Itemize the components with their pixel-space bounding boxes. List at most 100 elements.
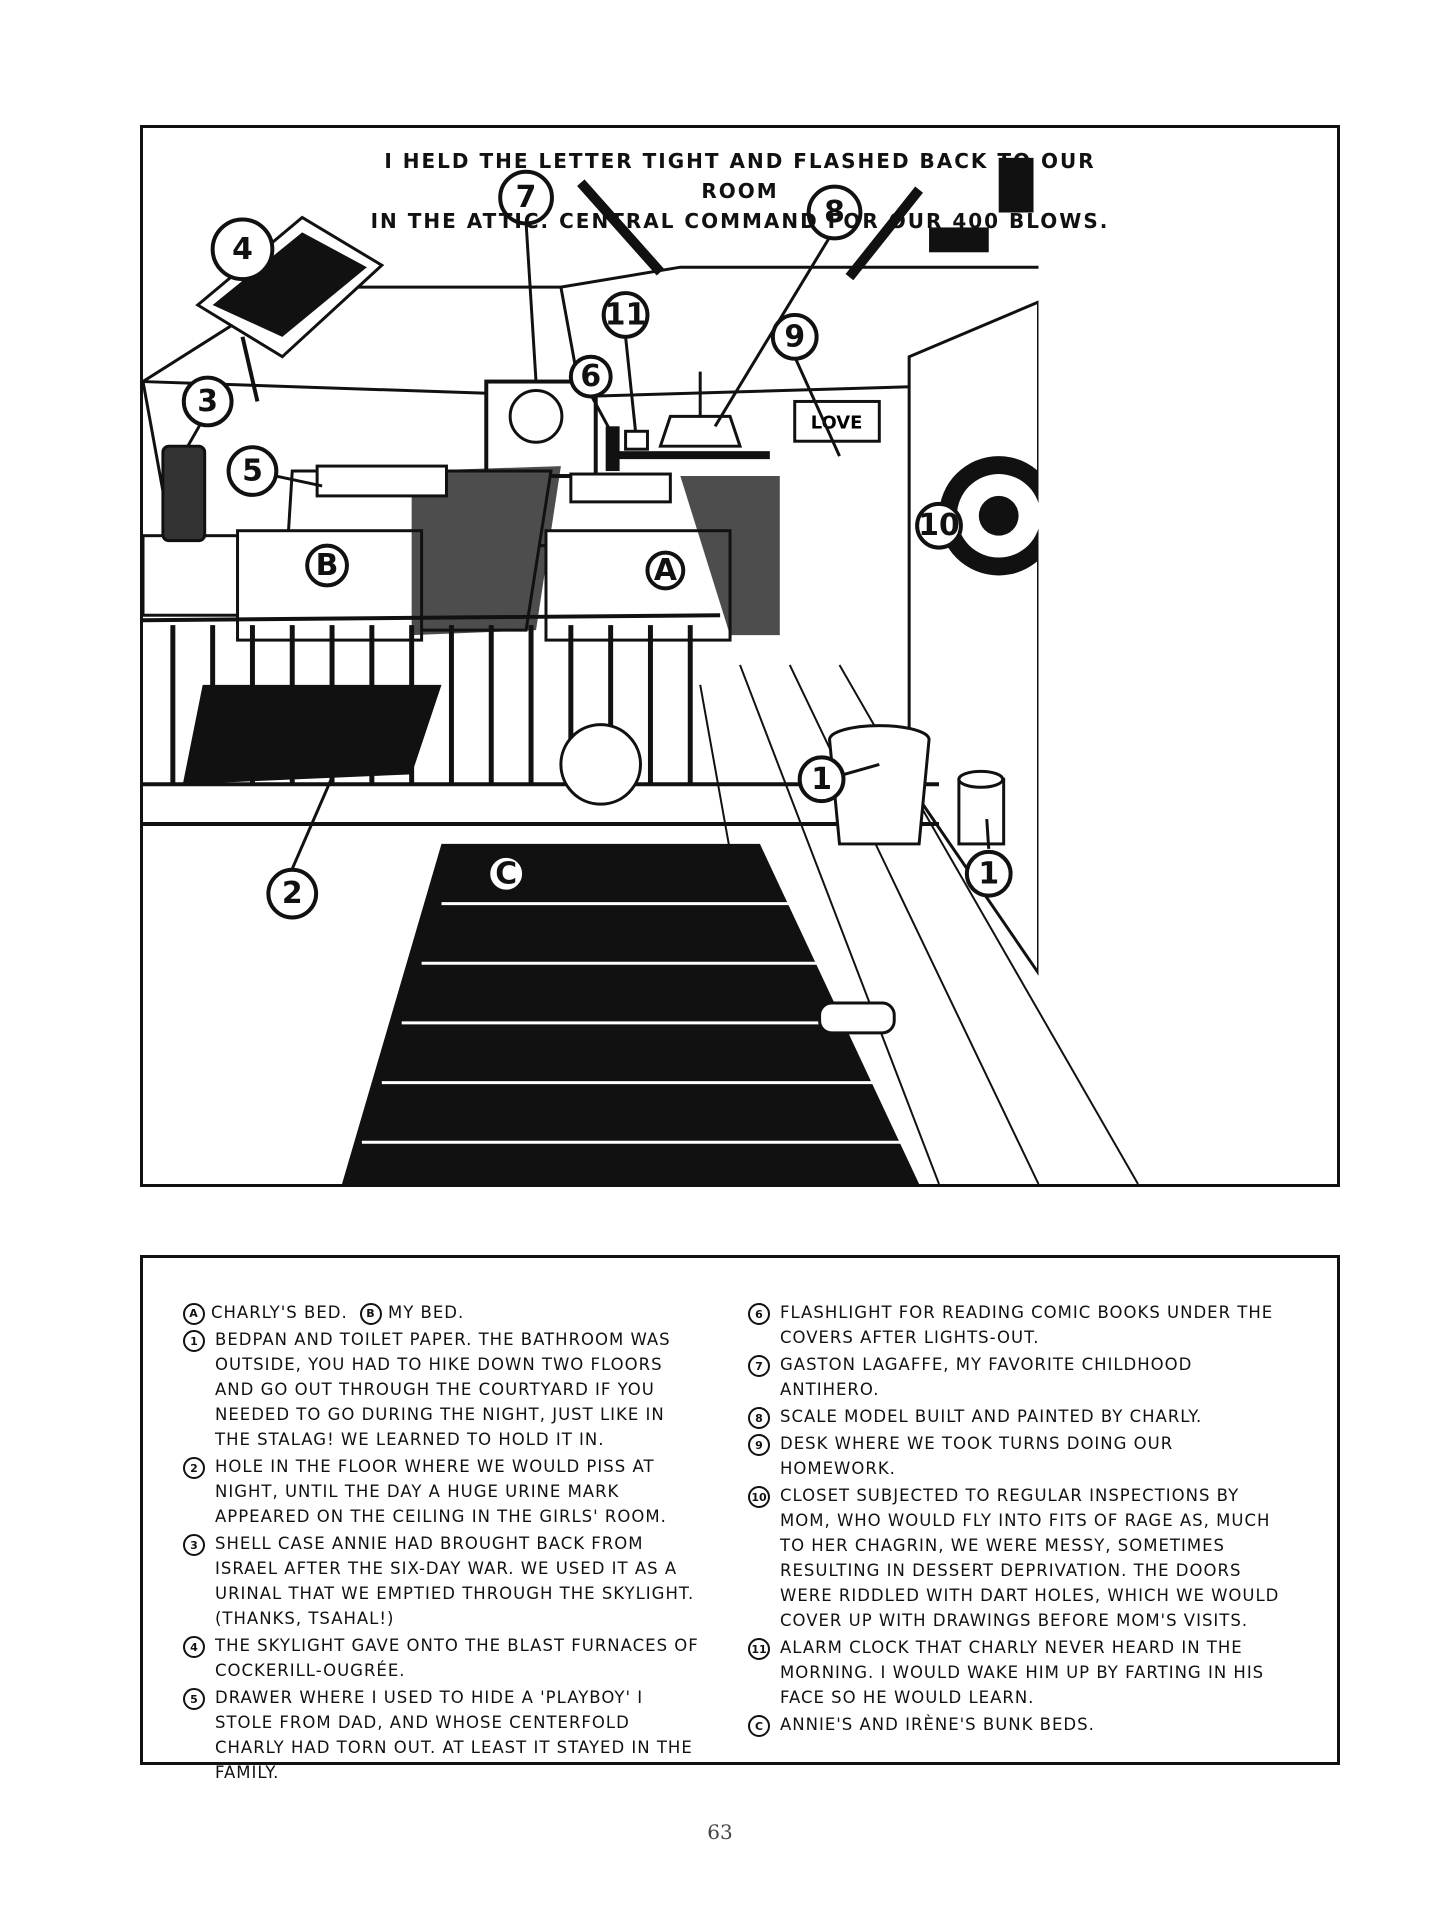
legend-column-right: 6 FLASHLIGHT FOR READING COMIC BOOKS UND… [748, 1300, 1288, 1739]
bed-A [544, 476, 780, 642]
legend-badge: 6 [748, 1303, 770, 1325]
callout-9 [770, 312, 819, 361]
toy-car [818, 1001, 896, 1035]
ship-model [658, 414, 743, 448]
callout-label-7: 7 [516, 180, 537, 215]
legend-item-9: 9 DESK WHERE WE TOOK TURNS DOING OUR HOM… [748, 1431, 1288, 1481]
legend-badge: 1 [183, 1330, 205, 1352]
legend-badge-A: A [183, 1302, 205, 1325]
legend-text-part: CHARLY'S BED. [211, 1303, 348, 1322]
callout-label-B: B [316, 548, 339, 583]
side-table [143, 534, 240, 617]
callout-label-2: 2 [282, 876, 303, 911]
callout-6 [568, 354, 613, 399]
legend-badge: 8 [748, 1407, 770, 1429]
callout-label-C: C [495, 856, 517, 891]
legend-badge: 9 [748, 1434, 770, 1456]
legend-item-1: 1 BEDPAN AND TOILET PAPER. THE BATHROOM … [183, 1327, 703, 1452]
callout-A [645, 550, 686, 591]
legend-text: BEDPAN AND TOILET PAPER. THE BATHROOM WA… [215, 1330, 671, 1449]
callout-label-10: 10 [918, 508, 960, 543]
legend-badge: 5 [183, 1688, 205, 1710]
love-poster-text: LOVE [811, 412, 863, 433]
legend-badge-B: B [359, 1302, 382, 1325]
nightstand [569, 472, 672, 504]
legend-text: ALARM CLOCK THAT CHARLY NEVER HEARD IN T… [780, 1638, 1265, 1707]
legend-badge: 3 [183, 1534, 205, 1556]
callout-B [305, 543, 349, 588]
callout-label-11: 11 [605, 297, 647, 332]
legend-item-8: 8 SCALE MODEL BUILT AND PAINTED BY CHARL… [748, 1404, 1288, 1429]
legend-text: SCALE MODEL BUILT AND PAINTED BY CHARLY. [780, 1407, 1203, 1426]
legend-text: HOLE IN THE FLOOR WHERE WE WOULD PISS AT… [215, 1457, 667, 1526]
staircase [342, 843, 920, 1184]
legend-item-2: 2 HOLE IN THE FLOOR WHERE WE WOULD PISS … [183, 1454, 703, 1529]
legend-item-10: 10 CLOSET SUBJECTED TO REGULAR INSPECTIO… [748, 1483, 1288, 1633]
legend-panel: A CHARLY'S BED. B MY BED. 1 BEDPAN AND TOI… [140, 1255, 1340, 1782]
legend-text: DRAWER WHERE I USED TO HIDE A 'PLAYBOY' … [215, 1688, 693, 1782]
ceiling-lamp [577, 179, 665, 276]
legend-item-4: 4 THE SKYLIGHT GAVE ONTO THE BLAST FURNA… [183, 1633, 703, 1683]
legend-badge: 10 [748, 1486, 770, 1508]
legend-badge: 7 [748, 1355, 770, 1377]
legend-text: DESK WHERE WE TOOK TURNS DOING OUR HOMEW… [780, 1434, 1174, 1478]
callout-label-A: A [654, 553, 677, 588]
callout-4 [210, 217, 275, 282]
callouts: 4 3 5 7 11 6 8 9 10 1 1 2 B [181, 169, 1013, 920]
toilet-paper [957, 769, 1006, 846]
callout-5 [226, 445, 279, 497]
alarm-clock [624, 429, 649, 451]
callout-11 [601, 291, 650, 339]
wall-shelf [610, 451, 770, 460]
callout-2 [266, 867, 319, 920]
legend-text: SHELL CASE ANNIE HAD BROUGHT BACK FROM I… [215, 1534, 695, 1628]
callout-1 [797, 755, 846, 804]
legend-text: ANNIE'S AND IRÈNE'S BUNK BEDS. [780, 1715, 1095, 1734]
attic-room-illustration: LOVE [143, 157, 1337, 1184]
legend-item-7: 7 GASTON LAGAFFE, MY FAVORITE CHILDHOOD … [748, 1352, 1288, 1402]
legend-badge: 2 [183, 1457, 205, 1479]
ceiling-lamp [845, 186, 923, 281]
legend-badge: 4 [183, 1636, 205, 1658]
legend-text: FLASHLIGHT FOR READING COMIC BOOKS UNDER… [780, 1303, 1274, 1347]
callout-label-9: 9 [784, 319, 805, 354]
callout-3 [181, 375, 234, 428]
legend-item-5: 5 DRAWER WHERE I USED TO HIDE A 'PLAYBOY… [183, 1685, 703, 1785]
legend-badge: C [748, 1715, 770, 1737]
legend-text: THE SKYLIGHT GAVE ONTO THE BLAST FURNACE… [215, 1636, 699, 1680]
callout-label-1b: 1 [978, 856, 999, 891]
closet [907, 157, 1337, 1184]
callout-1-toilet-paper [964, 849, 1013, 898]
page-number: 63 [707, 1820, 733, 1844]
panel-caption: I HELD THE LETTER TIGHT AND FLASHED BACK… [343, 146, 1137, 236]
love-poster [793, 399, 881, 443]
shadow [182, 684, 442, 785]
legend-text-part: MY BED. [387, 1303, 465, 1322]
callout-8 [806, 184, 863, 241]
caption-line-1: I HELD THE LETTER TIGHT AND FLASHED BACK… [384, 149, 1096, 203]
legend-column-left: A CHARLY'S BED. B MY BED. 1 BEDPAN AND TOI… [183, 1300, 703, 1787]
legend-item-C: C ANNIE'S AND IRÈNE'S BUNK BEDS. [748, 1712, 1288, 1737]
illustration-panel: LOVE [140, 125, 1340, 1187]
soccer-ball [559, 723, 642, 806]
legend-text: CLOSET SUBJECTED TO REGULAR INSPECTIONS … [780, 1486, 1280, 1630]
legend-item-11: 11 ALARM CLOCK THAT CHARLY NEVER HEARD I… [748, 1635, 1288, 1710]
legend-badge: 11 [748, 1638, 770, 1660]
nightstand [315, 464, 448, 498]
shell-case [161, 444, 207, 543]
flashlight [605, 426, 620, 472]
callout-label-5: 5 [242, 454, 263, 489]
callout-label-4: 4 [232, 232, 253, 267]
poster-frame [484, 379, 598, 479]
legend-text: GASTON LAGAFFE, MY FAVORITE CHILDHOOD AN… [780, 1355, 1193, 1399]
callout-10 [915, 501, 963, 550]
legend-text: A CHARLY'S BED. B MY BED. [183, 1300, 464, 1325]
legend-item-6: 6 FLASHLIGHT FOR READING COMIC BOOKS UND… [748, 1300, 1288, 1350]
callout-label-1: 1 [811, 762, 832, 797]
callout-label-6: 6 [580, 359, 601, 394]
callout-label-3: 3 [197, 384, 218, 419]
callout-7 [498, 169, 554, 226]
legend-item-3: 3 SHELL CASE ANNIE HAD BROUGHT BACK FROM… [183, 1531, 703, 1631]
callout-label-8: 8 [824, 195, 845, 230]
caption-line-2: IN THE ATTIC. CENTRAL COMMAND FOR OUR 40… [370, 209, 1110, 233]
